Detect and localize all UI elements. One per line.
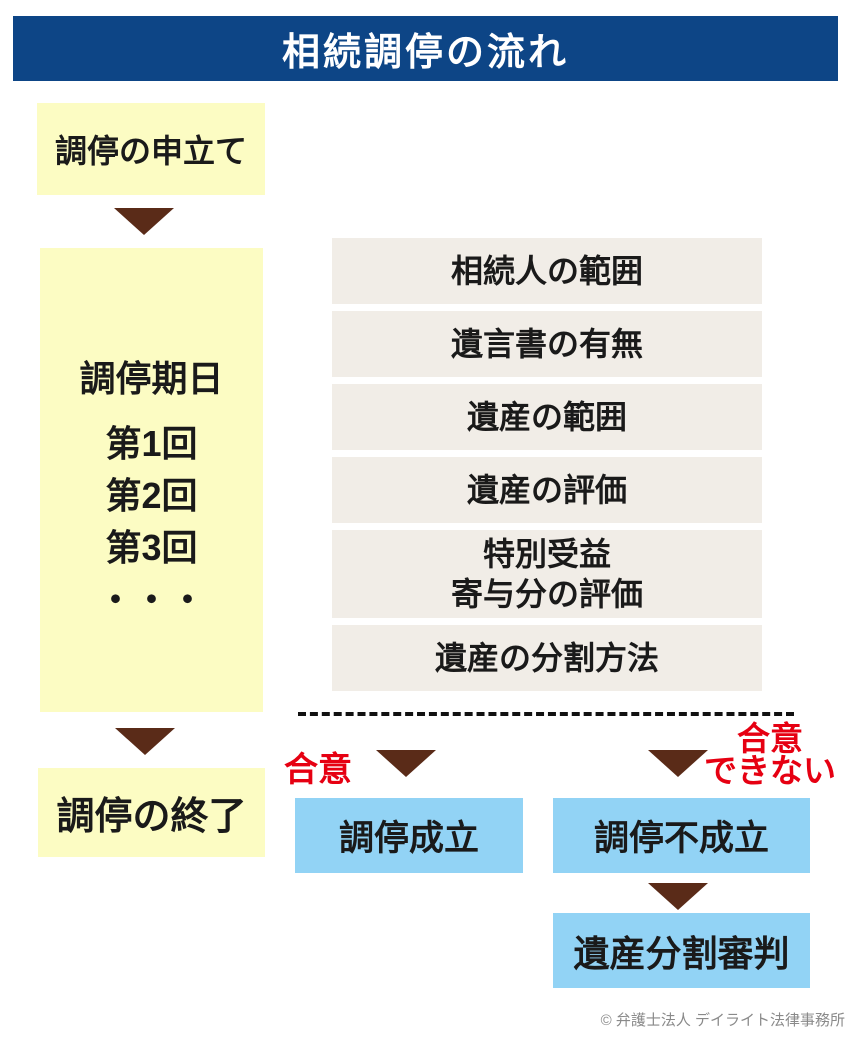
success-box: 調停成立 [295, 798, 523, 873]
arrow-down-icon [648, 883, 708, 910]
disagree-label: 合意 できない [704, 720, 836, 789]
end-box: 調停の終了 [38, 768, 265, 857]
copyright-notice: © 弁護士法人 デイライト法律事務所 [600, 1012, 845, 1029]
end-label: 調停の終了 [56, 796, 247, 838]
topic-box: 相続人の範囲 [332, 238, 762, 304]
page-title: 相続調停の流れ [281, 32, 569, 74]
session-round-2: 第2回 [105, 475, 198, 516]
petition-label: 調停の申立て [54, 133, 247, 169]
session-box: 調停期日 第1回 第2回 第3回 ・・・ [40, 248, 263, 712]
session-title: 調停期日 [79, 358, 224, 399]
separator-dashed-line [298, 712, 794, 716]
petition-box: 調停の申立て [37, 103, 265, 195]
topic-box: 遺産の範囲 [332, 384, 762, 450]
session-round-3: 第3回 [105, 527, 198, 568]
agree-label: 合意 [284, 751, 352, 789]
arrow-down-icon [115, 728, 175, 755]
session-round-1: 第1回 [105, 423, 198, 464]
success-label: 調停成立 [338, 819, 479, 858]
session-round-ellipsis: ・・・ [97, 579, 206, 620]
topic-box: 遺言書の有無 [332, 311, 762, 377]
arrow-down-icon [648, 750, 708, 777]
arrow-down-icon [114, 208, 174, 235]
judgment-box: 遺産分割審判 [553, 913, 810, 988]
failure-label: 調停不成立 [593, 819, 769, 858]
topic-box: 特別受益 寄与分の評価 [332, 530, 762, 618]
topic-box: 遺産の分割方法 [332, 625, 762, 691]
topic-box: 遺産の評価 [332, 457, 762, 523]
arrow-down-icon [376, 750, 436, 777]
failure-box: 調停不成立 [553, 798, 810, 873]
topics-list: 相続人の範囲 遺言書の有無 遺産の範囲 遺産の評価 特別受益 寄与分の評価 遺産… [332, 238, 762, 691]
header-bar: 相続調停の流れ [13, 16, 838, 81]
judgment-label: 遺産分割審判 [573, 932, 790, 974]
